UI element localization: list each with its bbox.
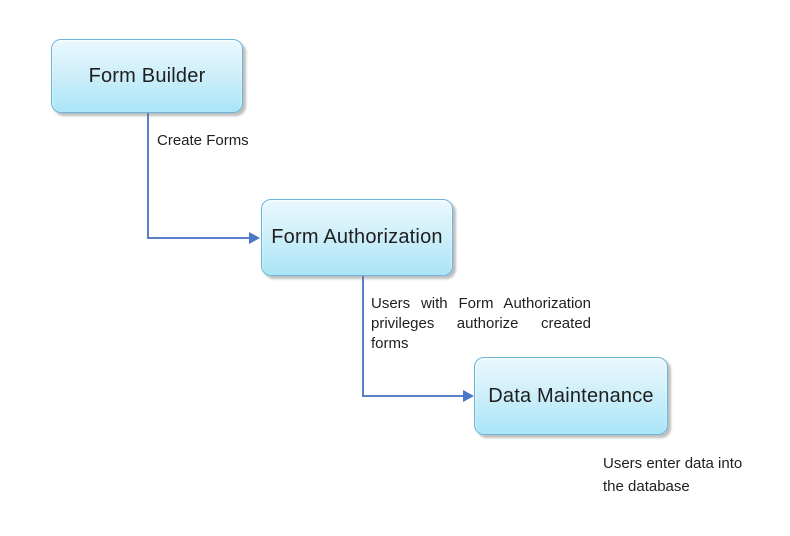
note-data-entry: Users enter data into the database [603, 455, 743, 495]
edge-label-create-forms: Create Forms [157, 132, 249, 149]
node-data-maintenance: Data Maintenance [474, 357, 668, 435]
node-form-builder: Form Builder [51, 39, 243, 113]
arrowhead-right-icon [463, 390, 474, 402]
arrowhead-right-icon [249, 232, 260, 244]
connector-vertical-segment [362, 276, 364, 397]
node-label: Form Authorization [271, 226, 443, 248]
connector-horizontal-segment [147, 237, 251, 239]
node-form-authorization: Form Authorization [261, 199, 453, 276]
node-label: Form Builder [88, 64, 206, 87]
edge-label-authorization-note: Users with Form Authorization privileges… [371, 295, 591, 352]
node-label: Data Maintenance [488, 384, 654, 407]
connector-horizontal-segment [362, 395, 465, 397]
connector-vertical-segment [147, 113, 149, 238]
